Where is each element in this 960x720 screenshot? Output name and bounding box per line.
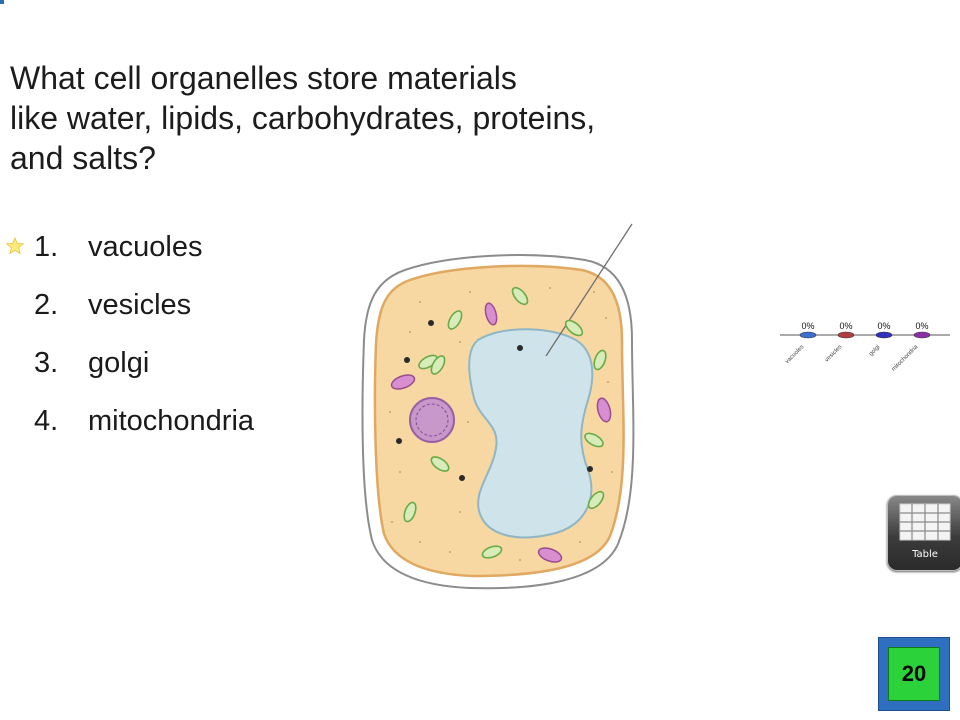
response-counter: 20 <box>878 637 950 711</box>
chart-value-label: 0% <box>915 321 928 331</box>
chart-category-label: golgi <box>868 344 881 357</box>
table-grid-icon <box>899 503 951 541</box>
chart-category-label: vacuoles <box>784 344 805 365</box>
chart-category-label: vesicles <box>824 344 843 363</box>
chart-value-label: 0% <box>877 321 890 331</box>
nucleus <box>409 397 455 443</box>
answer-number: 3. <box>34 347 59 379</box>
chart-bar-base <box>799 331 817 339</box>
plant-cell-illustration <box>361 223 635 590</box>
mitochondria <box>390 302 612 563</box>
chart-bar-base <box>913 331 931 339</box>
answer-label: golgi <box>88 347 150 379</box>
corner-mark <box>0 0 4 4</box>
answer-number: 4. <box>34 405 59 437</box>
question-line: What cell organelles store materials <box>10 60 517 96</box>
question-line: and salts? <box>10 140 156 176</box>
question-text: What cell organelles store materials lik… <box>10 58 750 178</box>
answer-label: vesicles <box>88 289 192 321</box>
answer-number: 1. <box>34 231 59 263</box>
chart-value-label: 0% <box>839 321 852 331</box>
answer-label: vacuoles <box>88 231 203 263</box>
correct-star-icon <box>6 237 24 255</box>
answer-label: mitochondria <box>88 405 255 437</box>
cytoplasm-dots <box>389 287 613 561</box>
table-button-label: Table <box>912 549 938 560</box>
question-line: like water, lipids, carbohydrates, prote… <box>10 100 596 136</box>
label-pointer-line <box>545 223 633 357</box>
chart-value-label: 0% <box>801 321 814 331</box>
response-chart: 0% vacuoles 0% vesicles 0% golgi 0% mitochondri… <box>780 321 950 373</box>
counter-value: 20 <box>888 647 940 701</box>
chart-bar-base <box>837 331 855 339</box>
chart-bar-base <box>875 331 893 339</box>
table-view-button[interactable]: Table <box>887 495 960 571</box>
chloroplasts <box>403 286 607 559</box>
answer-number: 2. <box>34 289 59 321</box>
central-vacuole <box>468 328 594 539</box>
chart-category-label: mitochondria <box>891 344 920 373</box>
